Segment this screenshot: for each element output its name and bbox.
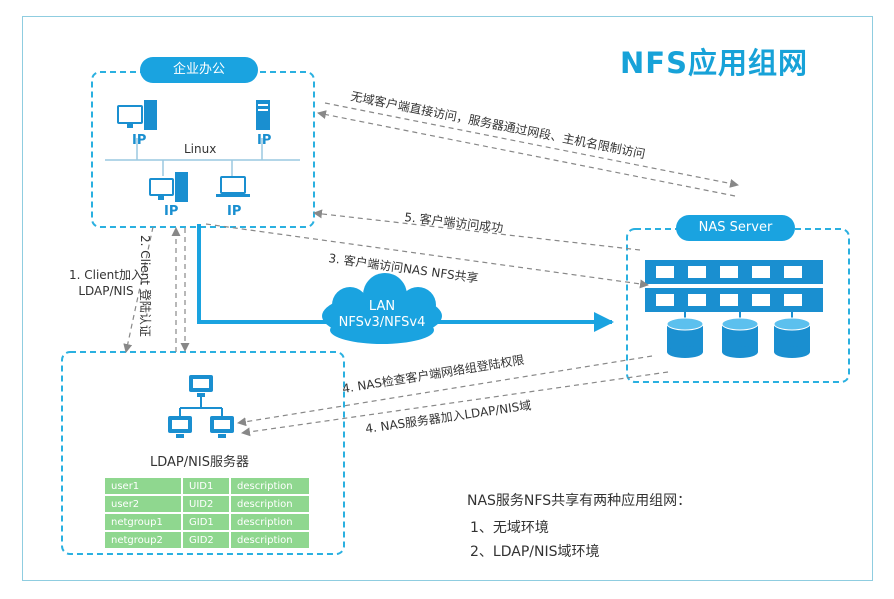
label-step1: 1. Client加入 LDAP/NIS	[64, 267, 148, 299]
nas-server-label: NAS Server	[676, 215, 795, 241]
page-title: NFS应用组网	[620, 46, 808, 80]
ip-label: IP	[164, 204, 179, 219]
arrow-step4b	[241, 371, 669, 437]
laptop-icon	[216, 176, 250, 197]
lan-cloud-icon	[322, 273, 442, 344]
label-step1-line1: 1. Client加入	[68, 268, 143, 282]
label-direct-access: 无域客户端直接访问，服务器通过网段、主机名限制访问	[349, 88, 646, 161]
office-label: 企业办公	[140, 57, 258, 83]
table-cell: description	[231, 532, 309, 548]
arrow-step5	[313, 209, 641, 251]
ldap-server-tree-icon	[168, 375, 234, 438]
ldap-server-label: LDAP/NIS服务器	[150, 455, 249, 470]
table-cell: UID1	[183, 478, 229, 494]
arrow-direct-to-office	[317, 110, 736, 197]
lan-label-line1: LAN	[368, 299, 396, 314]
table-cell: netgroup1	[105, 514, 181, 530]
ldap-user-table: user1 UID1 description user2 UID2 descri…	[103, 476, 311, 550]
ip-label: IP	[227, 204, 242, 219]
label-step1-line2: LDAP/NIS	[78, 284, 134, 298]
label-step4a: 4. NAS检查客户端网络组登陆权限	[341, 352, 525, 396]
note-item: 1、无域环境	[470, 520, 549, 536]
linux-network-line	[105, 138, 300, 176]
note-item: 2、LDAP/NIS域环境	[470, 544, 600, 560]
lan-label: LAN NFSv3/NFSv4	[318, 299, 446, 331]
table-cell: description	[231, 514, 309, 530]
nas-storage-icon	[645, 260, 823, 358]
table-cell: description	[231, 496, 309, 512]
server-tower-icon	[256, 100, 270, 130]
diagram-frame	[22, 16, 873, 581]
lan-arrow	[197, 224, 614, 332]
arrow-direct-from-office	[324, 102, 739, 188]
table-cell: GID1	[183, 514, 229, 530]
lan-label-line2: NFSv3/NFSv4	[338, 315, 426, 330]
table-cell: UID2	[183, 496, 229, 512]
table-row: user2 UID2 description	[105, 496, 309, 512]
table-cell: description	[231, 478, 309, 494]
linux-label: Linux	[184, 142, 217, 156]
desktop-computer-icon	[117, 100, 157, 130]
label-step4b: 4. NAS服务器加入LDAP/NIS域	[364, 397, 532, 436]
arrow-step3	[205, 223, 649, 289]
ldap-group-box	[61, 351, 345, 555]
ip-label: IP	[257, 133, 272, 148]
table-row: netgroup2 GID2 description	[105, 532, 309, 548]
label-step2: 2. Client 登陆认证	[138, 235, 153, 337]
table-cell: GID2	[183, 532, 229, 548]
table-row: netgroup1 GID1 description	[105, 514, 309, 530]
desktop-computer-icon	[149, 172, 188, 202]
label-step3: 3. 客户端访问NAS NFS共享	[328, 250, 480, 285]
table-cell: netgroup2	[105, 532, 181, 548]
table-cell: user2	[105, 496, 181, 512]
ip-label: IP	[132, 133, 147, 148]
label-step5: 5. 客户端访问成功	[404, 209, 504, 235]
arrow-step1	[123, 226, 154, 353]
arrow-step4a	[237, 355, 653, 427]
table-row: user1 UID1 description	[105, 478, 309, 494]
note-title: NAS服务NFS共享有两种应用组网：	[467, 493, 692, 509]
table-cell: user1	[105, 478, 181, 494]
